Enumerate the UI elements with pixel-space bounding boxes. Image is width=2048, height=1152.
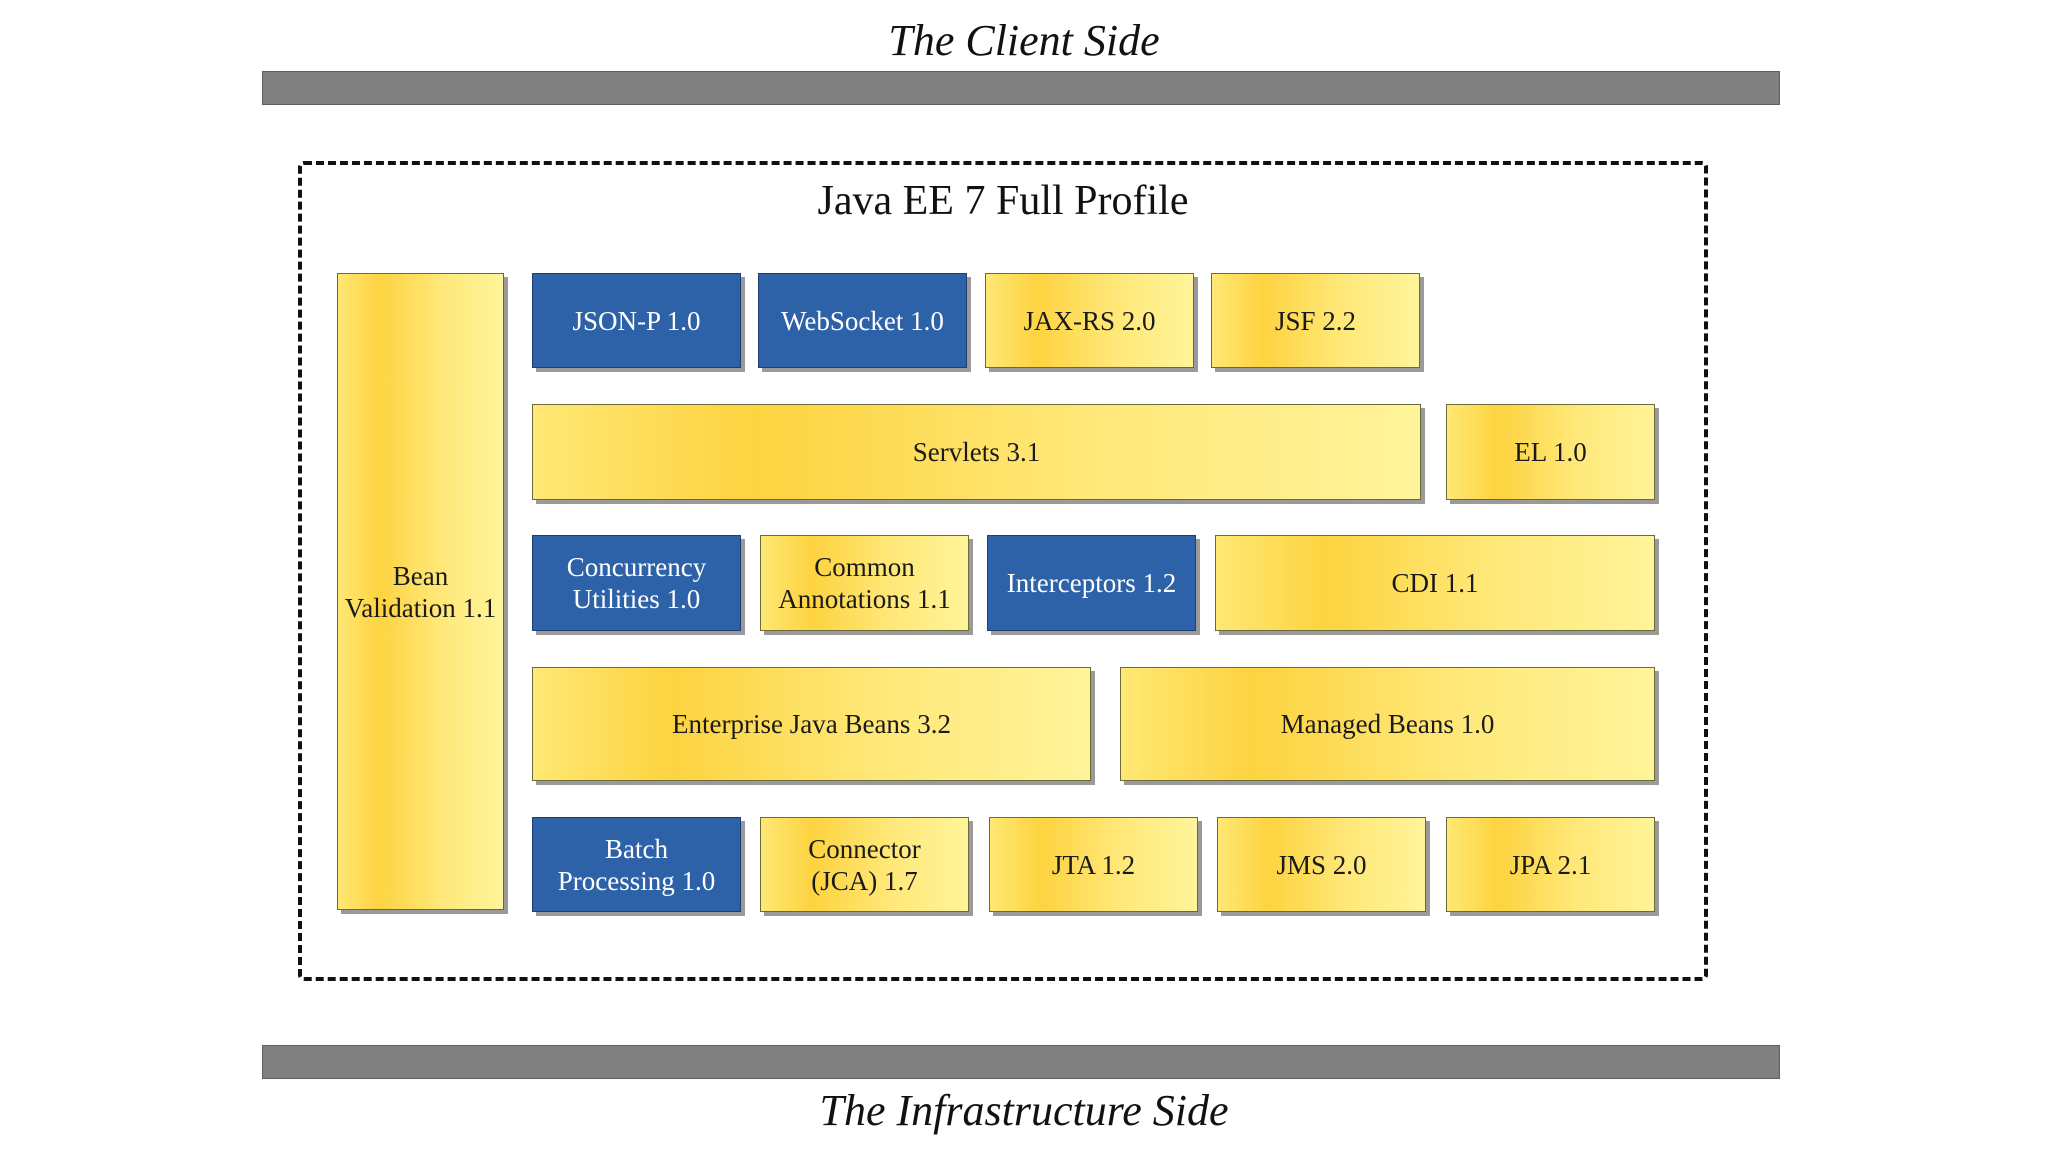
component-label: Servlets 3.1	[912, 437, 1041, 467]
component-jsf: JSF 2.2	[1211, 273, 1420, 368]
component-enterprise-java-beans: Enterprise Java Beans 3.2	[532, 667, 1091, 781]
component-label: Concurrency Utilities 1.0	[566, 552, 707, 614]
component-label: Batch Processing 1.0	[557, 833, 716, 896]
component-servlets: Servlets 3.1	[532, 404, 1421, 500]
component-cdi: CDI 1.1	[1215, 535, 1655, 631]
client-side-title: The Client Side	[888, 16, 1160, 65]
component-label: Managed Beans 1.0	[1280, 709, 1495, 739]
component-label: Interceptors 1.2	[1006, 568, 1177, 598]
component-jta: JTA 1.2	[989, 817, 1198, 912]
component-label: Common Annotations 1.1	[778, 552, 951, 614]
profile-title: Java EE 7 Full Profile	[817, 178, 1189, 224]
component-label: CDI 1.1	[1391, 568, 1479, 598]
component-label: Enterprise Java Beans 3.2	[672, 709, 951, 739]
component-json-p: JSON-P 1.0	[532, 273, 741, 368]
component-common-annotations: Common Annotations 1.1	[760, 535, 969, 631]
component-connector-jca: Connector (JCA) 1.7	[760, 817, 969, 912]
component-label: JAX-RS 2.0	[1023, 305, 1156, 336]
component-label: JSF 2.2	[1274, 305, 1357, 336]
component-bean-validation: Bean Validation 1.1	[337, 273, 504, 910]
component-jms: JMS 2.0	[1217, 817, 1426, 912]
profile-frame	[298, 161, 1708, 981]
component-label: Bean Validation 1.1	[344, 560, 497, 623]
component-jax-rs: JAX-RS 2.0	[985, 273, 1194, 368]
component-label: JMS 2.0	[1276, 849, 1367, 880]
component-label: WebSocket 1.0	[781, 305, 944, 336]
component-label: JTA 1.2	[1051, 849, 1136, 880]
component-label: JSON-P 1.0	[572, 305, 701, 336]
component-label: Connector (JCA) 1.7	[808, 833, 921, 896]
component-label: EL 1.0	[1514, 437, 1587, 467]
component-batch-processing: Batch Processing 1.0	[532, 817, 741, 912]
component-jpa: JPA 2.1	[1446, 817, 1655, 912]
component-interceptors: Interceptors 1.2	[987, 535, 1196, 631]
infrastructure-side-bar	[262, 1045, 1780, 1079]
infrastructure-side-title: The Infrastructure Side	[819, 1086, 1229, 1135]
component-concurrency-utilities: Concurrency Utilities 1.0	[532, 535, 741, 631]
component-el: EL 1.0	[1446, 404, 1655, 500]
client-side-bar	[262, 71, 1780, 105]
component-managed-beans: Managed Beans 1.0	[1120, 667, 1655, 781]
component-label: JPA 2.1	[1509, 849, 1592, 880]
component-websocket: WebSocket 1.0	[758, 273, 967, 368]
